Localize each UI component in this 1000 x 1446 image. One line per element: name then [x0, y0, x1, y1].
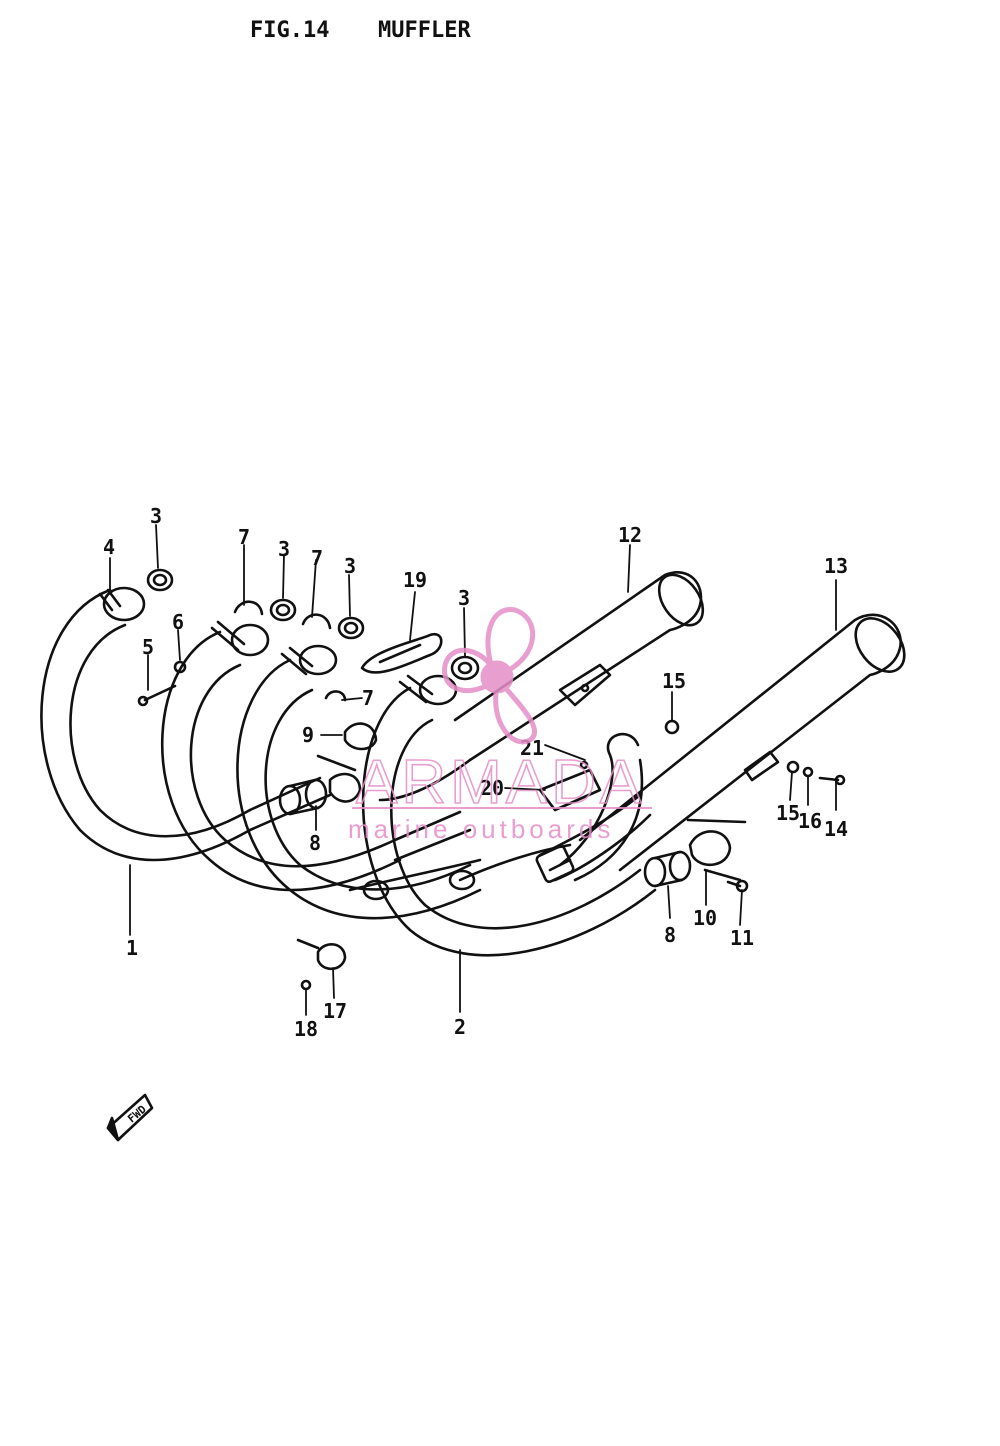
header-pipe-2a — [161, 620, 402, 892]
callout-2: 2 — [454, 1015, 466, 1039]
leader-lines — [109, 524, 837, 1016]
callout-16: 16 — [798, 809, 822, 833]
clamp-10 — [686, 818, 747, 882]
watermark-brand: ARMADA — [356, 748, 645, 817]
callout-17: 17 — [323, 999, 347, 1023]
retainer-7b — [301, 613, 332, 630]
connector-8b — [643, 850, 692, 888]
callout-20: 20 — [480, 776, 504, 800]
connector-8a — [278, 778, 328, 816]
callout-7b: 7 — [311, 546, 323, 570]
callout-8a: 8 — [309, 831, 321, 855]
bolt-5 — [137, 684, 177, 707]
watermark-tagline: marine outboards — [348, 814, 614, 844]
callout-8b: 8 — [664, 923, 676, 947]
heat-shield-19 — [360, 632, 443, 674]
callout-11: 11 — [730, 926, 754, 950]
callout-3b: 3 — [278, 537, 290, 561]
figure-number: FIG.14 — [250, 18, 330, 43]
fwd-arrow-icon — [106, 1093, 154, 1142]
callout-15a: 15 — [662, 669, 686, 693]
callout-4: 4 — [103, 535, 115, 559]
callout-18: 18 — [294, 1017, 318, 1041]
bolt-14 — [818, 774, 846, 786]
washer-16 — [802, 766, 814, 778]
connector-pipe — [535, 732, 652, 884]
gasket-3d — [450, 655, 480, 681]
washer-15a — [786, 760, 800, 774]
callout-6: 6 — [172, 610, 184, 634]
gasket-3a — [146, 568, 174, 592]
figure-name: MUFFLER — [377, 18, 471, 43]
washer-15b — [664, 719, 680, 735]
muffler-13 — [578, 613, 906, 872]
watermark: ARMADA marine outboards — [348, 607, 652, 844]
gasket-3b — [269, 598, 297, 622]
callout-10: 10 — [693, 906, 717, 930]
clamp-9 — [316, 722, 378, 803]
callout-3c: 3 — [344, 554, 356, 578]
figure-title: FIG.14 MUFFLER — [250, 18, 471, 43]
gasket-3c — [337, 616, 365, 640]
callout-1: 1 — [126, 936, 138, 960]
nut-6 — [173, 660, 187, 674]
bolt-11 — [726, 879, 749, 893]
callout-3d: 3 — [458, 586, 470, 610]
callout-15b: 15 — [776, 801, 800, 825]
retainer-7c — [324, 690, 347, 702]
callout-19: 19 — [403, 568, 427, 592]
callout-9: 9 — [302, 723, 314, 747]
bolt-18 — [300, 979, 312, 991]
header-pipe-1 — [40, 586, 252, 862]
callout-7a: 7 — [238, 525, 250, 549]
callout-13: 13 — [824, 554, 848, 578]
muffler-12 — [378, 571, 705, 802]
clamp-17 — [296, 938, 347, 971]
header-pipe-4 — [361, 674, 657, 957]
collector-pipe — [248, 776, 572, 901]
callout-12: 12 — [618, 523, 642, 547]
callout-14: 14 — [824, 817, 848, 841]
callout-7c: 7 — [362, 686, 374, 710]
bracket-20-21 — [538, 760, 602, 812]
callout-3a: 3 — [150, 504, 162, 528]
retainer-7a — [233, 600, 264, 616]
propeller-logo-icon — [442, 607, 538, 745]
callout-5: 5 — [142, 635, 154, 659]
